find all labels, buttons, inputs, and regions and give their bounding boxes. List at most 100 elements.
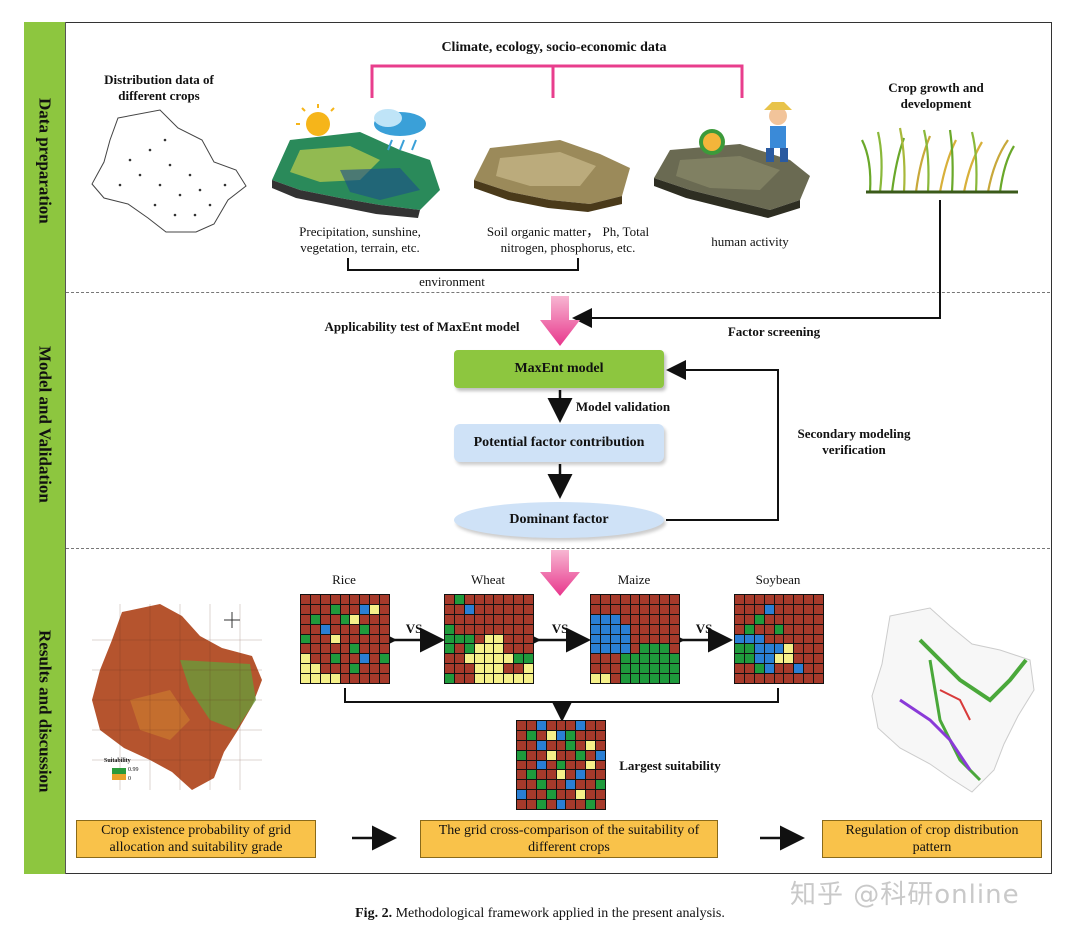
grid-cell <box>804 624 814 634</box>
grid-cell <box>620 604 630 614</box>
grid-cell <box>330 644 340 654</box>
grid-cell <box>350 604 360 614</box>
distribution-title: Distribution data of different crops <box>104 72 214 103</box>
grid-cell <box>370 674 380 683</box>
grid-cell <box>370 634 380 644</box>
grid-cell <box>591 654 600 664</box>
grid-cell <box>804 674 814 683</box>
grid-cell <box>774 614 784 624</box>
grid-cell <box>340 595 350 604</box>
grid-cell <box>596 790 605 800</box>
grid-cell <box>744 644 754 654</box>
grid-cell <box>735 654 744 664</box>
grid-cell <box>350 595 360 604</box>
grid-cell <box>804 644 814 654</box>
grid-cell <box>340 634 350 644</box>
grid-cell <box>754 644 764 654</box>
grid-cell <box>794 595 804 604</box>
grid-cell <box>610 604 620 614</box>
grid-cell <box>610 624 620 634</box>
grid-cell <box>566 760 576 770</box>
grid-cell <box>576 750 586 760</box>
grid-cell <box>494 644 504 654</box>
grid-cell <box>764 654 774 664</box>
grid-cell <box>814 664 823 674</box>
grid-cell <box>640 644 650 654</box>
grid-cell <box>310 634 320 644</box>
grid-cell <box>754 614 764 624</box>
grid-cell <box>610 644 620 654</box>
grid-cell <box>640 664 650 674</box>
maxent-model-box: MaxEnt model <box>454 350 664 388</box>
grid-cell <box>370 654 380 664</box>
grid-cell <box>784 624 794 634</box>
grid-cell <box>536 721 546 730</box>
grid-cell <box>774 595 784 604</box>
grid-cell <box>620 595 630 604</box>
grid-cell <box>556 800 566 809</box>
grid-cell <box>454 644 464 654</box>
grid-cell <box>474 595 484 604</box>
grid-cell <box>670 614 679 624</box>
grid-cell <box>660 674 670 683</box>
grid-cell <box>591 674 600 683</box>
grid-cell <box>454 634 464 644</box>
grid-cell <box>754 634 764 644</box>
grid-cell <box>524 654 533 664</box>
human-activity-caption: human activity <box>711 234 789 249</box>
grid-cell <box>380 595 389 604</box>
grid-cell <box>754 674 764 683</box>
grid-cell <box>360 624 370 634</box>
grid-cell <box>474 614 484 624</box>
crop-label-rice: Rice <box>332 572 356 587</box>
grid-cell <box>536 790 546 800</box>
grid-cell <box>546 750 556 760</box>
grid-cell <box>301 595 310 604</box>
suitability-map <box>92 604 262 790</box>
grid-cell <box>380 634 389 644</box>
regulation-map <box>871 607 1035 793</box>
grid-cell <box>526 730 536 740</box>
grid-cell <box>517 760 526 770</box>
grid-cell <box>464 614 474 624</box>
grid-cell <box>630 604 640 614</box>
grid-cell <box>591 634 600 644</box>
grid-cell <box>630 644 640 654</box>
grid-cell <box>526 790 536 800</box>
grid-cell <box>600 664 610 674</box>
grid-cell <box>320 604 330 614</box>
legend-high: 0.99 <box>128 767 139 773</box>
grid-cell <box>514 595 524 604</box>
grid-cell <box>670 674 679 683</box>
grid-cell <box>380 604 389 614</box>
grid-cell <box>660 654 670 664</box>
grid-cell <box>524 634 533 644</box>
grid-cell <box>630 664 640 674</box>
grid-cell <box>735 674 744 683</box>
grid-cell <box>794 614 804 624</box>
grid-cell <box>340 674 350 683</box>
grid-cell <box>474 644 484 654</box>
grid-cell <box>794 654 804 664</box>
grid-cell <box>546 780 556 790</box>
grid-cell <box>764 624 774 634</box>
grid-cell <box>576 790 586 800</box>
grid-cell <box>804 634 814 644</box>
grid-cell <box>794 634 804 644</box>
grid-cell <box>586 760 596 770</box>
section-divider-1 <box>66 292 1050 293</box>
grid-cell <box>524 664 533 674</box>
grid-cell <box>774 654 784 664</box>
grid-cell <box>620 664 630 674</box>
grid-cell <box>301 614 310 624</box>
grid-cell <box>566 740 576 750</box>
grid-cell <box>546 760 556 770</box>
grid-cell <box>350 614 360 624</box>
grid-cell <box>546 730 556 740</box>
grid-cell <box>814 624 823 634</box>
grid-cell <box>484 634 494 644</box>
grid-cell <box>310 614 320 624</box>
grid-cell <box>670 664 679 674</box>
environment-label: environment <box>419 274 485 289</box>
